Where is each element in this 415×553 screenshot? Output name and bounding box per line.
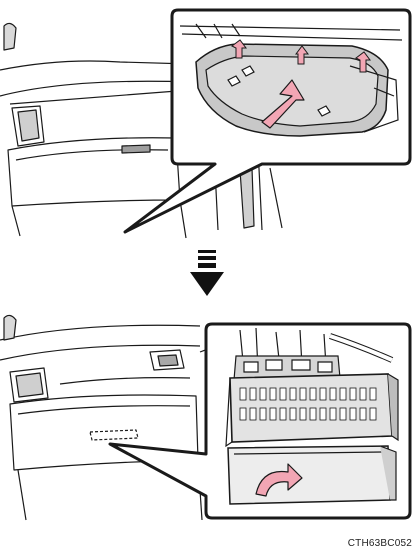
figure-code: CTH63BC052 — [348, 538, 412, 549]
bottom-callout — [110, 324, 410, 518]
step-down-arrow-icon — [190, 250, 224, 296]
top-callout — [125, 10, 410, 232]
